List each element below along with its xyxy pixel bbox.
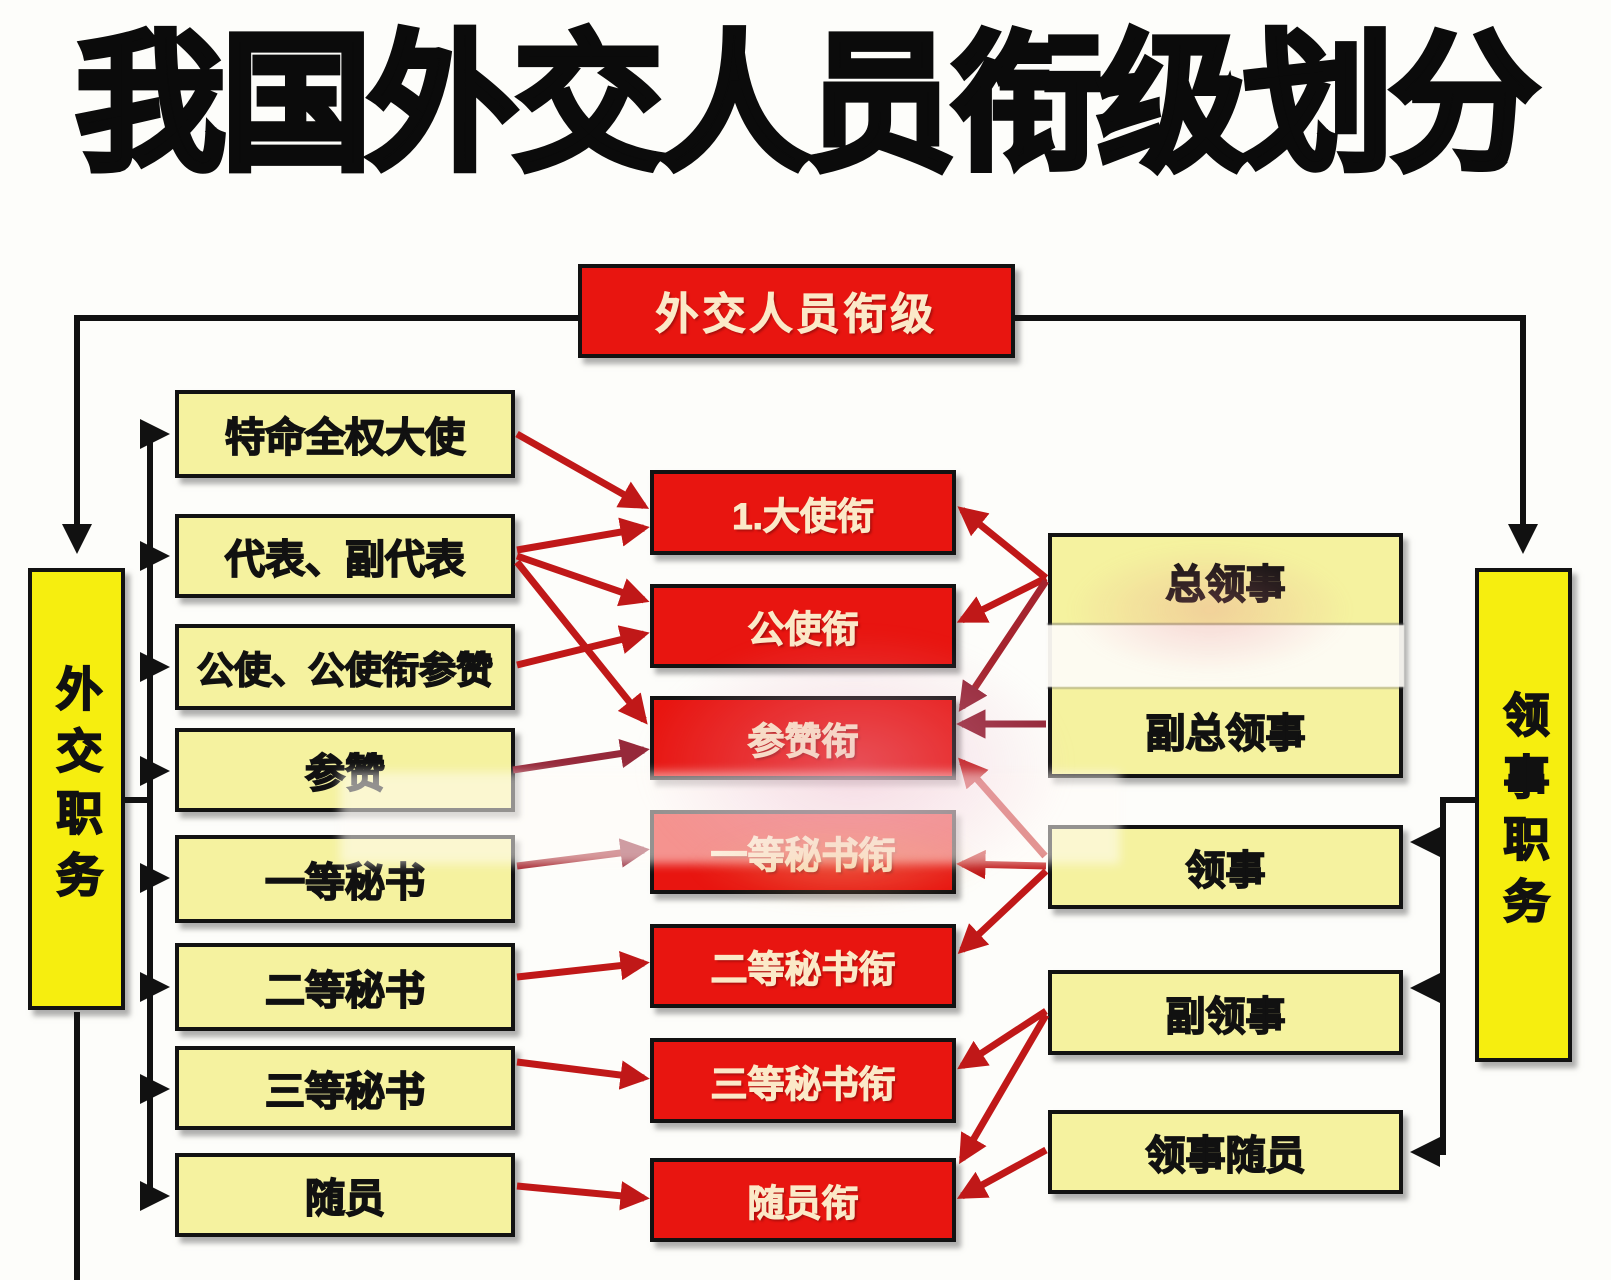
node-label: 一等秘书 xyxy=(264,860,426,906)
node-consular-attache: 领事随员 xyxy=(1048,1110,1403,1194)
group-box-diplomatic-label: 外交职务 xyxy=(50,664,104,914)
rank-first-secretary: 一等秘书衔 xyxy=(650,810,956,894)
node-deputy-consul-general: 副总领事 xyxy=(1052,687,1399,775)
node-label: 公使、公使衔参赞 xyxy=(196,649,494,692)
red-arrows-left xyxy=(512,430,650,1211)
rank-label: 参赞衔 xyxy=(747,721,859,763)
node-label: 副领事 xyxy=(1165,994,1287,1040)
rank-label: 1.大使衔 xyxy=(732,495,875,537)
rank-label: 三等秘书衔 xyxy=(710,1063,896,1105)
group-box-diplomatic-positions: 外交职务 xyxy=(28,568,125,1010)
node-ambassador-plenipotentiary: 特命全权大使 xyxy=(175,390,515,478)
rank-attache: 随员衔 xyxy=(650,1158,956,1242)
rank-ambassador: 1.大使衔 xyxy=(650,470,956,555)
node-representative: 代表、副代表 xyxy=(175,514,515,598)
rank-minister: 公使衔 xyxy=(650,584,956,668)
rank-label: 公使衔 xyxy=(747,609,859,651)
node-label: 领事 xyxy=(1185,848,1267,894)
node-third-secretary: 三等秘书 xyxy=(175,1046,515,1130)
node-label: 副总领事 xyxy=(1145,711,1307,757)
node-label: 特命全权大使 xyxy=(224,415,466,461)
node-consul-general-group: 总领事 副总领事 xyxy=(1046,533,1405,778)
red-arrows-right xyxy=(956,506,1050,1200)
node-label: 总领事 xyxy=(1165,562,1287,608)
node-label: 二等秘书 xyxy=(264,968,426,1014)
node-minister-counselor: 公使、公使衔参赞 xyxy=(175,624,515,710)
header-box-label: 外交人员衔级 xyxy=(655,291,938,340)
node-first-secretary: 一等秘书 xyxy=(175,835,515,923)
rank-third-secretary: 三等秘书衔 xyxy=(650,1038,956,1123)
node-second-secretary: 二等秘书 xyxy=(175,943,515,1031)
group-box-consular-positions: 领事职务 xyxy=(1475,568,1572,1062)
node-label: 代表、副代表 xyxy=(224,537,466,583)
node-vice-consul: 副领事 xyxy=(1048,970,1403,1055)
node-label: 三等秘书 xyxy=(264,1069,426,1115)
node-consul: 领事 xyxy=(1048,825,1403,909)
page-title: 我国外交人员衔级划分 xyxy=(72,17,1542,191)
rank-counselor: 参赞衔 xyxy=(650,696,956,780)
node-counselor: 参赞 xyxy=(175,728,515,812)
rank-label: 随员衔 xyxy=(747,1183,859,1225)
node-attache: 随员 xyxy=(175,1153,515,1237)
rank-label: 一等秘书衔 xyxy=(710,835,896,877)
erased-watermark-band xyxy=(1046,624,1405,687)
node-label: 参赞 xyxy=(304,751,386,797)
node-label: 领事随员 xyxy=(1145,1133,1307,1179)
node-label: 随员 xyxy=(304,1176,386,1222)
node-consul-general: 总领事 xyxy=(1052,537,1399,625)
group-box-consular-label: 领事职务 xyxy=(1497,690,1551,940)
rank-second-secretary: 二等秘书衔 xyxy=(650,924,956,1008)
header-box-diplomatic-ranks: 外交人员衔级 xyxy=(578,264,1015,358)
rank-label: 二等秘书衔 xyxy=(710,949,896,991)
